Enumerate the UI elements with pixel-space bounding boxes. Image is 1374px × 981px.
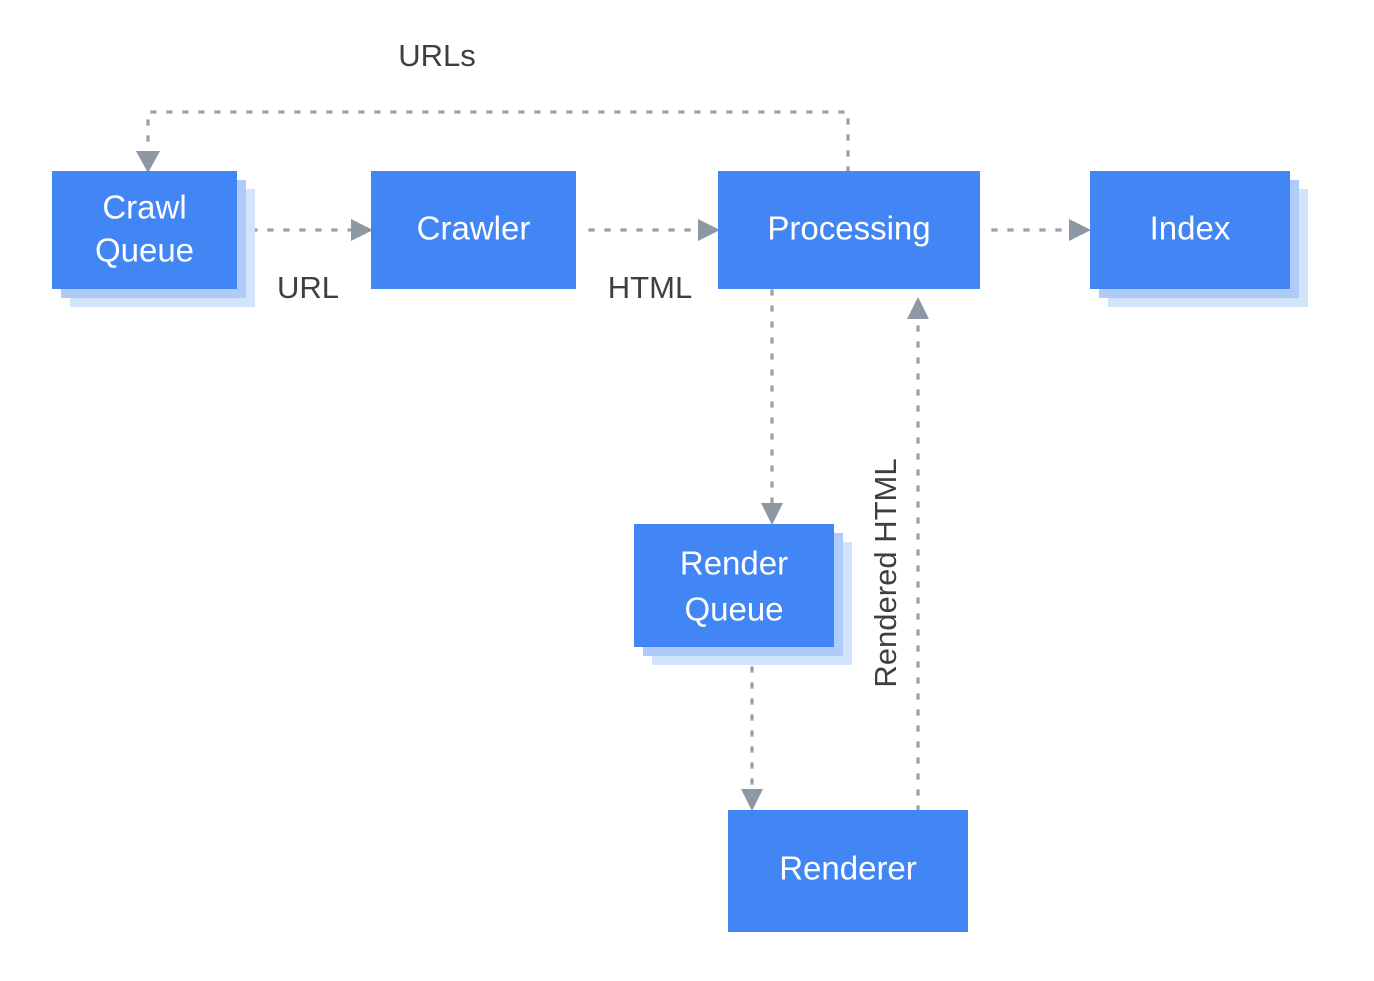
processing-box (718, 171, 980, 289)
arrow-head-rendered-html (907, 297, 929, 319)
renderer-box (728, 810, 968, 932)
node-index[interactable]: Index (1090, 171, 1308, 307)
edge-label-rendered-html: Rendered HTML (868, 458, 903, 687)
index-label: Index (1150, 210, 1231, 247)
edge-renderer-to-processing (907, 297, 929, 812)
arrow-head-processing-render-queue (761, 503, 783, 525)
edge-processing-to-crawl-queue (136, 110, 850, 173)
edge-label-urls: URLs (398, 38, 476, 73)
edge-crawl-queue-to-crawler (251, 219, 373, 241)
crawl-queue-label-line1: Crawl (102, 189, 186, 226)
crawler-label: Crawler (417, 210, 531, 247)
render-queue-box (634, 524, 834, 647)
arrow-head-html (698, 219, 720, 241)
processing-label: Processing (767, 210, 930, 247)
crawl-queue-label-line2: Queue (95, 232, 194, 269)
edge-render-queue-to-renderer (741, 666, 763, 811)
crawl-queue-box (52, 171, 237, 289)
node-renderer[interactable]: Renderer (728, 810, 968, 932)
node-render-queue[interactable]: Render Queue (634, 524, 852, 665)
arrow-head-processing-index (1069, 219, 1091, 241)
arrow-head-render-queue-renderer (741, 789, 763, 811)
edge-line-urls (146, 110, 850, 173)
node-crawler[interactable]: Crawler (371, 171, 576, 289)
edge-crawler-to-processing (588, 219, 720, 241)
edge-label-url: URL (277, 270, 339, 305)
renderer-label: Renderer (779, 850, 917, 887)
edge-label-html: HTML (608, 270, 692, 305)
index-box (1090, 171, 1290, 289)
arrow-head-url (351, 219, 373, 241)
node-processing[interactable]: Processing (718, 171, 980, 289)
edge-processing-to-render-queue (761, 289, 783, 525)
render-queue-label-line1: Render (680, 545, 788, 582)
edge-processing-to-index (991, 219, 1091, 241)
crawler-box (371, 171, 576, 289)
node-crawl-queue[interactable]: Crawl Queue (52, 171, 255, 307)
arrow-head-urls (136, 151, 160, 173)
render-queue-label-line2: Queue (684, 591, 783, 628)
